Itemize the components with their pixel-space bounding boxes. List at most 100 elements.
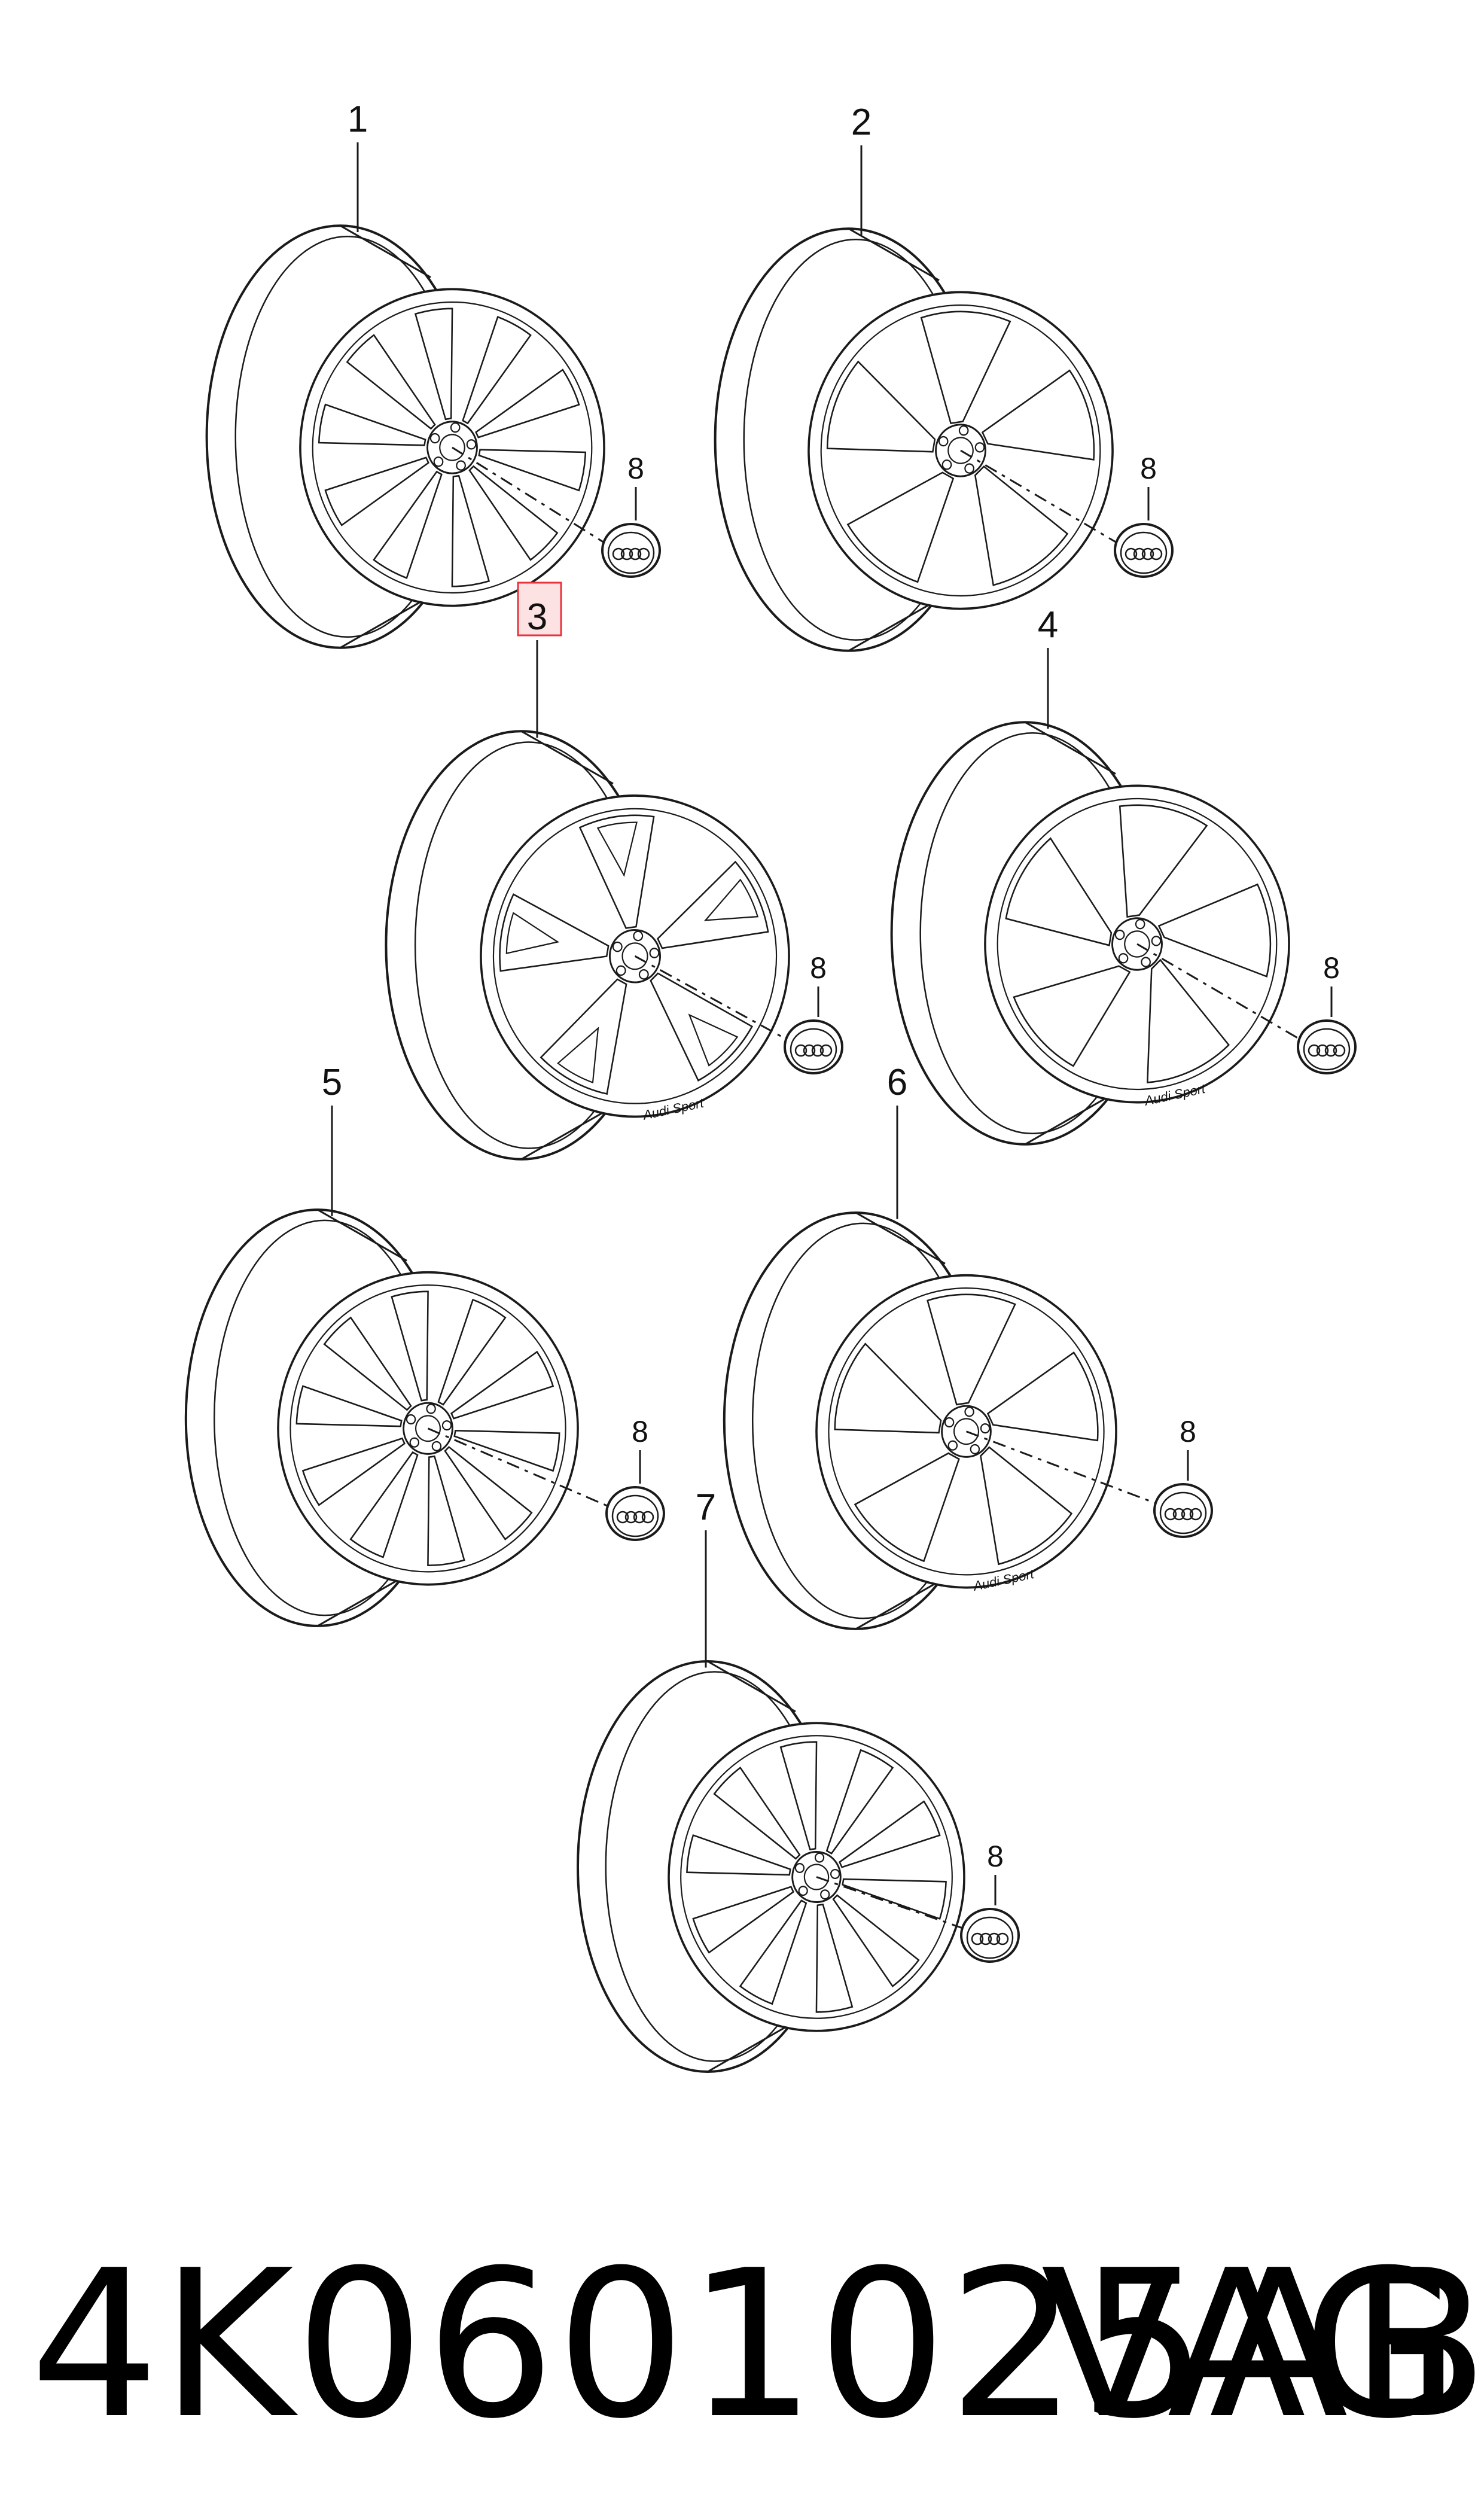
audi-rings-icon: [1308, 1044, 1321, 1057]
lug-hole: [409, 1437, 420, 1448]
lug-hole: [466, 439, 477, 450]
lug-hole: [633, 930, 644, 942]
wheel-spoke: [980, 1446, 1073, 1566]
cap-label: 8: [1140, 452, 1157, 485]
callout-label: 5: [322, 1062, 342, 1103]
wheel-spoke: [349, 1451, 419, 1558]
cap-leader-line: [452, 446, 608, 546]
center-cap: [1153, 1483, 1213, 1538]
wheel-7: 78: [577, 1487, 1020, 2073]
audi-rings-icon: [1133, 547, 1146, 561]
wheel-spoke: [981, 369, 1095, 461]
wheel-spoke: [1013, 965, 1131, 1067]
cap-label: 8: [987, 1840, 1004, 1873]
lug-hole: [450, 422, 461, 433]
wheel-spoke: [739, 1899, 807, 2005]
lug-hole: [820, 1889, 830, 1900]
center-cap: [605, 1486, 665, 1541]
audi-rings-icon: [979, 1932, 992, 1945]
lug-hole: [1135, 918, 1145, 930]
lug-hole: [649, 948, 660, 958]
lug-hole: [612, 941, 623, 952]
center-cap: [1114, 523, 1174, 578]
audi-rings-icon: [811, 1044, 824, 1057]
wheel-spoke: [842, 1878, 947, 1920]
wheel-spoke: [475, 369, 580, 439]
wheel-5: 58: [184, 1062, 665, 1627]
wheel-spoke: [826, 360, 936, 453]
wheel-spoke: [414, 307, 453, 421]
cap-leader-line: [960, 449, 1120, 546]
audi-rings-icon: [1324, 1044, 1337, 1057]
lug-hole: [426, 1403, 436, 1414]
lug-hole: [1118, 953, 1129, 964]
wheel-spoke: [427, 1455, 465, 1567]
lug-hole: [456, 460, 466, 471]
audi-rings-icon: [1164, 1508, 1177, 1521]
audi-rings-icon: [794, 1044, 807, 1057]
wheel-spoke: [462, 316, 532, 425]
wheel-spoke: [692, 1886, 795, 1954]
lug-hole: [433, 456, 444, 467]
wheel-spoke: [391, 1290, 429, 1402]
wheel-spoke: [1119, 804, 1208, 918]
wheel-spoke: [1157, 883, 1272, 978]
cap-label: 8: [1323, 951, 1340, 985]
lug-hole: [429, 433, 440, 444]
audi-rings-icon: [996, 1932, 1009, 1945]
audi-rings-icon: [1189, 1508, 1202, 1521]
wheel-spoke: [1005, 837, 1113, 946]
center-cap: [601, 523, 661, 578]
cap-label: 8: [810, 951, 827, 985]
wheel-spoke: [832, 1894, 920, 1988]
wheel-spoke: [346, 334, 436, 430]
callout-label: 1: [348, 99, 368, 140]
lug-hole: [431, 1441, 442, 1452]
audi-rings-icon: [612, 547, 625, 561]
wheel-spoke: [834, 1342, 942, 1434]
audi-rings-icon: [803, 1044, 816, 1057]
wheel-spoke: [451, 474, 490, 587]
audi-rings-icon: [1181, 1508, 1194, 1521]
lug-hole: [980, 1423, 991, 1434]
wheel-2: 28: [714, 102, 1174, 652]
wheel-spoke: [854, 1452, 960, 1563]
audi-rings-icon: [1333, 1044, 1346, 1057]
wheel-spoke: [838, 1800, 941, 1868]
lug-hole: [615, 965, 626, 976]
cap-label: 8: [1180, 1415, 1196, 1448]
cap-label: 8: [632, 1415, 648, 1448]
audi-rings-icon: [1125, 547, 1138, 561]
wheel-spoke: [974, 465, 1069, 586]
callout-label: 3: [527, 596, 547, 638]
audi-rings-icon: [620, 547, 633, 561]
callout-label: 6: [887, 1062, 907, 1103]
wheel-spoke: [373, 470, 443, 579]
lug-hole: [638, 969, 649, 980]
center-cap: [960, 1908, 1020, 1963]
audi-rings-icon: [633, 1511, 646, 1524]
wheel-spoke: [927, 1293, 1016, 1406]
cap-label: 8: [627, 452, 644, 485]
lug-hole: [798, 1886, 808, 1896]
cap-leader-line: [965, 1430, 1160, 1506]
wheel-spoke: [986, 1351, 1099, 1442]
callout-label: 4: [1038, 604, 1058, 646]
lug-hole: [1114, 929, 1125, 940]
lug-hole: [958, 425, 969, 436]
lug-hole: [814, 1852, 825, 1863]
lug-hole: [441, 1420, 452, 1431]
audi-rings-icon: [971, 1932, 984, 1945]
callout-label: 7: [696, 1487, 716, 1528]
part-number: 4K0601025AB: [30, 2227, 1484, 2464]
center-cap: [1297, 1019, 1357, 1074]
lug-hole: [947, 1440, 958, 1451]
wheel-spoke: [444, 1446, 533, 1540]
audi-rings-icon: [624, 1511, 638, 1524]
lug-hole: [941, 459, 952, 470]
wheel-spoke: [499, 893, 610, 972]
audi-rings-icon: [819, 1044, 833, 1057]
